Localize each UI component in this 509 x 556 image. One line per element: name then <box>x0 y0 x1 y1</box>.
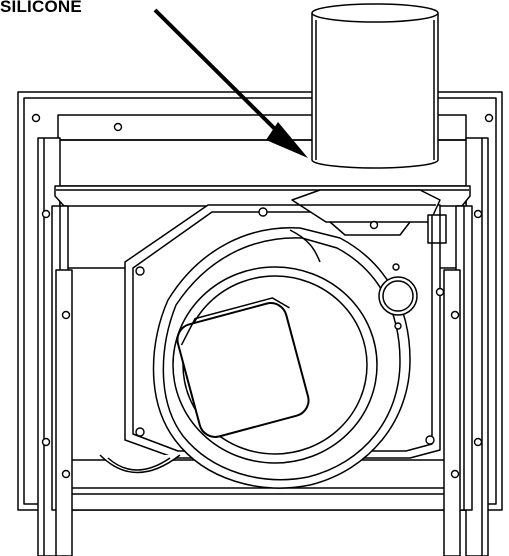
callout-arrow <box>153 8 308 158</box>
inner-rails <box>55 269 461 556</box>
callout-label-silicone: SILICONE <box>0 0 82 16</box>
access-port <box>378 276 418 316</box>
vent-pipe <box>311 3 439 169</box>
lower-wheel-fragment <box>99 454 181 474</box>
inducer-collar <box>291 189 447 244</box>
screw-holes <box>31 113 494 479</box>
motor-cover <box>176 297 310 438</box>
